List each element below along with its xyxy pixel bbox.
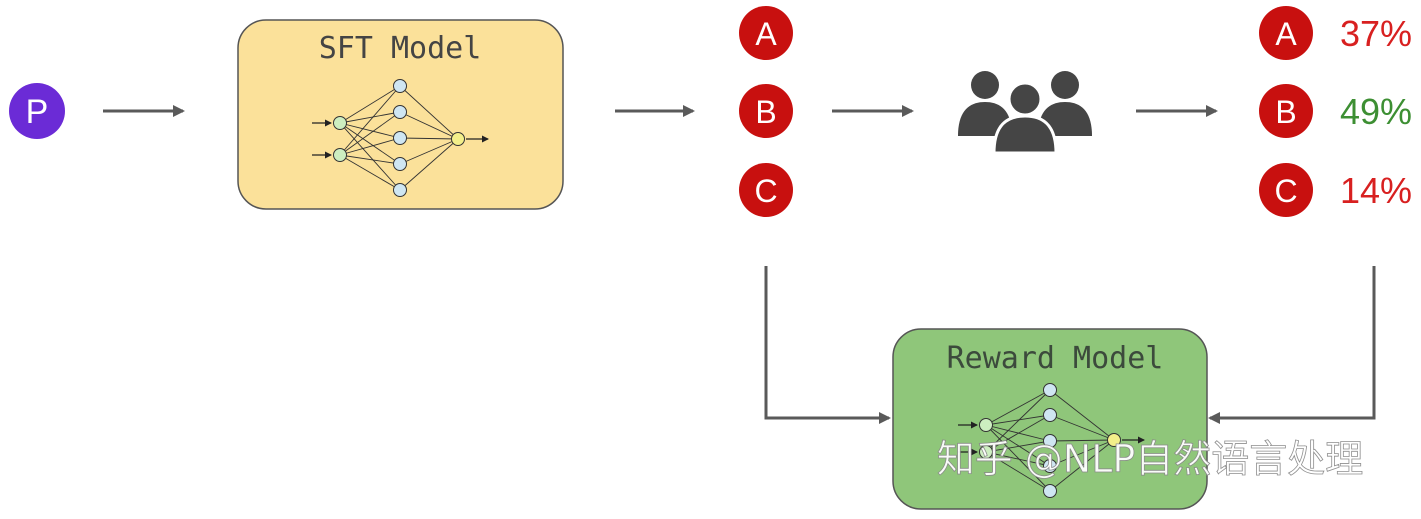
network-edge <box>1049 439 1115 492</box>
ranked-b-score: 49% <box>1340 91 1412 132</box>
network-output-node <box>451 132 465 146</box>
network-input-node <box>333 116 347 130</box>
network-edge <box>985 440 1051 453</box>
network-output-node <box>1107 433 1121 447</box>
network-edge <box>1049 389 1115 441</box>
network-edge <box>1049 439 1115 442</box>
output-c-badge <box>739 163 793 217</box>
ranked-b-badge <box>1259 84 1313 138</box>
network-edge <box>339 154 401 191</box>
network-edge <box>1049 414 1115 441</box>
network-edge <box>399 138 459 165</box>
ranked-c-badge <box>1259 163 1313 217</box>
network-hidden-node <box>393 157 407 171</box>
network-edge <box>399 111 459 140</box>
network-edge <box>985 424 1051 492</box>
network-edge <box>339 85 401 124</box>
output-a: A <box>739 6 793 60</box>
sft-neural-network-icon <box>312 79 489 197</box>
sft-model-box: SFT Model <box>237 19 564 210</box>
network-hidden-node <box>393 105 407 119</box>
output-c-label: C <box>754 173 777 209</box>
network-hidden-node <box>1043 484 1057 498</box>
network-edge <box>339 111 401 124</box>
network-edge <box>339 154 401 165</box>
connector-outputs-to-reward <box>764 266 891 424</box>
network-hidden-node <box>393 183 407 197</box>
ranked-c-score: 14% <box>1340 170 1412 211</box>
output-c: C <box>739 163 793 217</box>
prompt-node: P <box>9 83 65 139</box>
network-hidden-node <box>1043 383 1057 397</box>
network-edge <box>985 414 1051 426</box>
network-edge <box>339 137 401 156</box>
reward-neural-network-icon <box>958 383 1145 498</box>
ranked-a: A 37% <box>1259 6 1412 60</box>
network-hidden-node <box>1043 408 1057 422</box>
ranked-a-badge <box>1259 6 1313 60</box>
prompt-badge <box>9 83 65 139</box>
network-hidden-node <box>1043 434 1057 448</box>
network-edge <box>399 137 459 140</box>
ranked-c-label: C <box>1274 173 1297 209</box>
network-edge <box>339 122 401 191</box>
network-input-node <box>979 445 993 459</box>
sft-model-title: SFT Model <box>319 31 482 66</box>
network-edge <box>399 138 459 191</box>
network-input-node <box>979 418 993 432</box>
network-edge <box>1049 439 1115 467</box>
output-b-label: B <box>755 94 776 130</box>
network-edge <box>399 85 459 140</box>
output-a-label: A <box>755 16 777 52</box>
output-b: B <box>739 84 793 138</box>
network-input-node <box>333 148 347 162</box>
ranked-b-label: B <box>1275 94 1296 130</box>
network-edge <box>985 389 1051 426</box>
network-edge <box>985 451 1051 492</box>
ranked-a-label: A <box>1275 16 1297 52</box>
network-edge <box>985 414 1051 453</box>
output-a-badge <box>739 6 793 60</box>
network-edge <box>339 111 401 156</box>
network-edge <box>339 85 401 156</box>
network-hidden-node <box>393 79 407 93</box>
reward-model-title: Reward Model <box>947 341 1164 376</box>
network-edge <box>339 122 401 165</box>
network-edge <box>339 122 401 139</box>
output-b-badge <box>739 84 793 138</box>
prompt-label: P <box>26 93 49 131</box>
network-hidden-node <box>1043 459 1057 473</box>
network-edge <box>985 451 1051 467</box>
ranked-c: C 14% <box>1259 163 1412 217</box>
watermark: 知乎 @NLP自然语言处理 <box>937 437 1364 481</box>
reward-model-box: Reward Model <box>892 328 1208 510</box>
people-group-icon <box>958 71 1092 155</box>
network-edge <box>985 424 1051 467</box>
ranked-b: B 49% <box>1259 84 1412 138</box>
connector-ranked-to-reward <box>1208 266 1376 424</box>
network-hidden-node <box>393 131 407 145</box>
ranked-a-score: 37% <box>1340 13 1412 54</box>
network-edge <box>985 389 1051 453</box>
